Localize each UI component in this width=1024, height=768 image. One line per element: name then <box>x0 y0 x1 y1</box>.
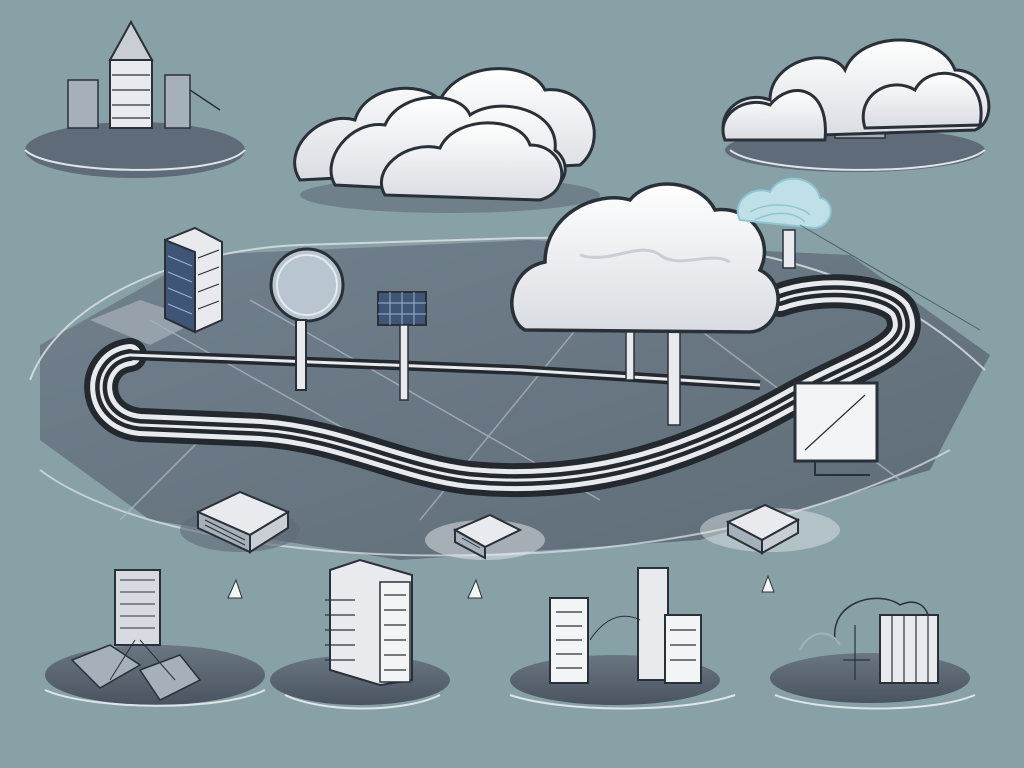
building-platform-2 <box>270 558 450 710</box>
magnifier-icon <box>269 247 345 391</box>
marker-icon <box>761 574 775 593</box>
building-platform-3 <box>509 567 736 710</box>
tower-icon <box>67 19 221 129</box>
tower-platform <box>24 19 246 178</box>
building-icon <box>799 597 939 684</box>
cloud-building-platform <box>721 38 991 172</box>
road-icon <box>84 274 921 498</box>
building-icon <box>549 567 702 684</box>
building-platform-4 <box>770 597 976 710</box>
router-icon <box>180 490 300 554</box>
router-icon <box>425 513 545 560</box>
sign-panel-icon <box>377 291 427 401</box>
cloud-icon <box>293 67 600 213</box>
building-icon <box>70 569 202 701</box>
main-cloud-icon <box>510 182 780 426</box>
signal-cloud-icon <box>736 177 981 331</box>
building-platform-1 <box>44 569 266 707</box>
monitor-icon <box>793 381 879 476</box>
marker-icon <box>227 578 243 599</box>
building-icon <box>325 558 413 687</box>
server-rack-icon <box>90 226 223 345</box>
marker-icon <box>467 578 483 599</box>
router-icon <box>700 503 840 555</box>
